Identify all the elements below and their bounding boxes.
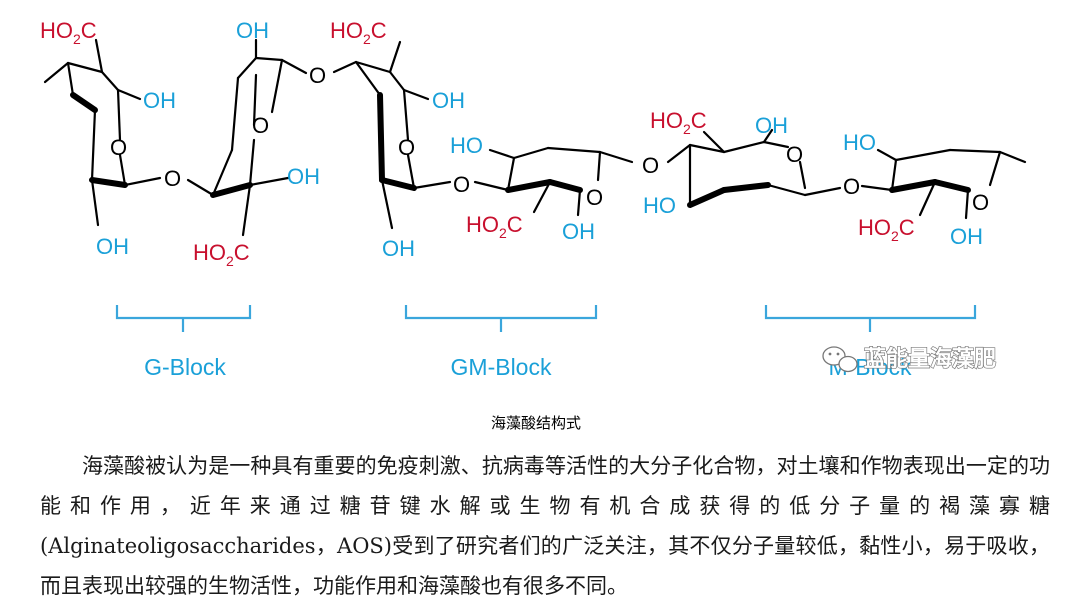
carboxyl-label: HO2C (650, 108, 707, 137)
ring-oxygen-label: O (586, 185, 603, 210)
figure-caption: 海藻酸结构式 (490, 414, 581, 432)
carboxyl-label: HO2C (858, 215, 915, 244)
glycosidic-oxygen-label: O (309, 63, 326, 88)
ring-6-m-unit (860, 148, 1027, 220)
ring-5-m-unit (666, 128, 842, 208)
g-block-brace (115, 305, 252, 332)
hydroxyl-label: OH (96, 234, 129, 259)
wechat-icon (822, 346, 858, 373)
hydroxyl-label: OH (382, 236, 415, 261)
ring-1-g-unit (43, 38, 162, 227)
glycosidic-oxygen-label: O (843, 174, 860, 199)
hydroxyl-label: OH (950, 224, 983, 249)
ring-2-g-unit (186, 38, 308, 237)
alginate-structure-figure: HO2C HO2C HO2C HO2C HO2C HO2C OH OH OH O… (40, 18, 1027, 380)
hydroxyl-label: OH (562, 219, 595, 244)
hydroxyl-label: OH (143, 88, 176, 113)
watermark-text: 蓝能量海藻肥 (864, 346, 996, 372)
body-paragraph: 海藻酸被认为是一种具有重要的免疫刺激、抗病毒等活性的大分子化合物，对土壤和作物表… (40, 454, 1050, 598)
carboxyl-label: HO2C (466, 212, 523, 241)
hydroxyl-label: OH (432, 88, 465, 113)
g-block-label: G-Block (144, 354, 226, 380)
hydroxyl-label: HO (450, 133, 483, 158)
ring-3-g-unit (332, 40, 452, 230)
hydroxyl-label: HO (643, 193, 676, 218)
ring-4-m-unit (473, 146, 634, 217)
glycosidic-oxygen-label: O (642, 153, 659, 178)
ring-oxygen-label: O (252, 113, 269, 138)
ring-oxygen-label: O (110, 135, 127, 160)
gm-block-brace (404, 305, 598, 332)
hydroxyl-label: OH (755, 113, 788, 138)
gm-block-label: GM-Block (451, 354, 552, 380)
hydroxyl-label: OH (287, 164, 320, 189)
carboxyl-label: HO2C (40, 18, 97, 47)
ring-oxygen-label: O (786, 142, 803, 167)
m-block-brace (764, 305, 977, 332)
watermark: 蓝能量海藻肥 (822, 345, 997, 373)
ring-oxygen-label: O (972, 190, 989, 215)
hydroxyl-label: HO (843, 130, 876, 155)
glycosidic-oxygen-label: O (453, 172, 470, 197)
ring-oxygen-label: O (398, 135, 415, 160)
carboxyl-label: HO2C (330, 18, 387, 47)
hydroxyl-label: OH (236, 18, 269, 43)
glycosidic-oxygen-label: O (164, 166, 181, 191)
carboxyl-label: HO2C (193, 240, 250, 269)
